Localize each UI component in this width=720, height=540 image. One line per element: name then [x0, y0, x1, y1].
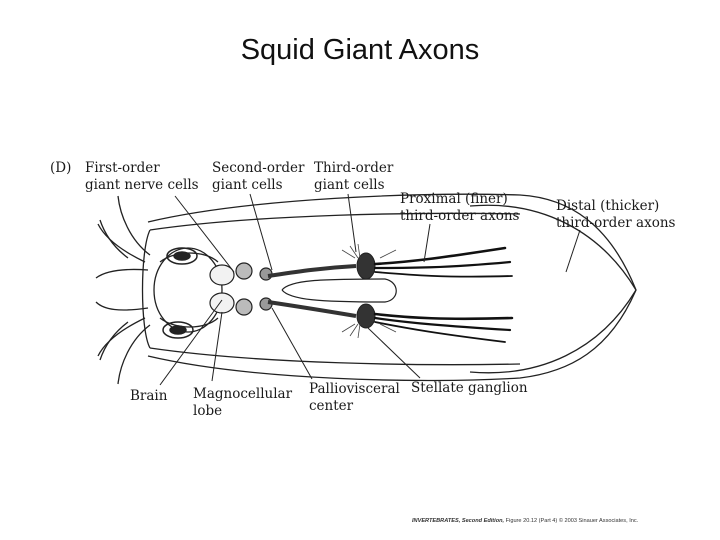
label-magnocellular-line2: lobe [193, 403, 222, 419]
label-distal-line1: Distal (thicker) [556, 198, 659, 214]
mantle-cavity-outline [281, 278, 397, 303]
brain-lobes [209, 262, 273, 316]
eye-upper [166, 247, 198, 265]
credit-book-title: INVERTEBRATES, Second Edition, [412, 518, 505, 524]
slide-title: Squid Giant Axons [240, 34, 480, 66]
third-order-axons [373, 246, 514, 343]
label-palliovisceral-line2: center [309, 398, 354, 414]
label-palliovisceral-line1: Palliovisceral [309, 381, 400, 397]
fine-nerves [341, 243, 397, 339]
credit-text: Figure 20.12 (Part 4) © 2003 Sinauer Ass… [505, 518, 639, 524]
label-stellate-ganglion: Stellate ganglion [411, 380, 528, 396]
label-second-order-line1: Second-order [212, 160, 305, 176]
label-proximal-line1: Proximal (finer) [400, 191, 508, 207]
stellate-ganglion-upper [356, 252, 376, 280]
stellate-ganglion-lower [356, 303, 376, 329]
label-first-order-line1: First-order [85, 160, 160, 176]
squid-body-outline [95, 193, 637, 385]
label-third-order-line2: giant cells [314, 177, 385, 193]
panel-label: (D) [50, 160, 71, 176]
label-first-order-line2: giant nerve cells [85, 177, 199, 193]
label-proximal-line2: third-order axons [400, 208, 520, 224]
giant-axon-trunks [267, 264, 357, 318]
leader-lines [159, 193, 581, 386]
label-third-order-line1: Third-order [314, 160, 394, 176]
label-magnocellular-line1: Magnocellular [193, 386, 293, 402]
label-brain: Brain [130, 388, 168, 404]
eye-lower [162, 321, 194, 339]
figure-credit: INVERTEBRATES, Second Edition, Figure 20… [412, 518, 638, 524]
label-second-order-line2: giant cells [212, 177, 283, 193]
label-distal-line2: third-order axons [556, 215, 676, 231]
